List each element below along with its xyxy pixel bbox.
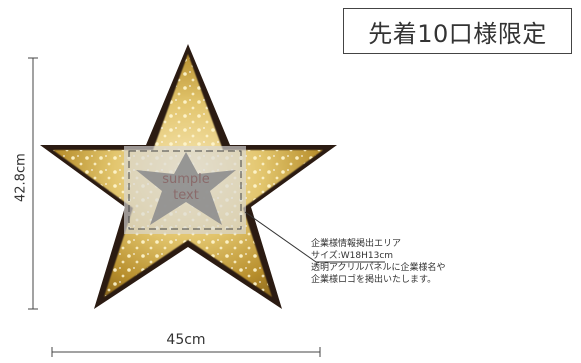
callout-line1: 企業様情報掲出エリア: [311, 239, 402, 249]
sample-text-line2: text: [173, 188, 199, 203]
callout-leader: [244, 211, 385, 263]
width-label: 45cm: [156, 331, 216, 349]
sample-text-line1: sumple: [162, 172, 210, 187]
info-callout: 企業様情報掲出エリア サイズ:W18H13cm 透明アクリルパネルに企業様名や …: [311, 238, 531, 286]
info-panel: [124, 146, 246, 234]
callout-line2: サイズ:W18H13cm: [311, 251, 394, 261]
callout-line3: 透明アクリルパネルに企業様名や: [311, 263, 446, 273]
width-dimension: [51, 347, 321, 357]
width-value: 45cm: [166, 332, 206, 348]
sample-text: sumple text: [146, 172, 226, 204]
callout-line4: 企業様ロゴを掲出いたします。: [311, 275, 437, 285]
height-dimension: [28, 57, 38, 310]
height-value: 42.8cm: [13, 153, 29, 203]
badge-text: 先着10口様限定: [368, 19, 547, 48]
height-label: 42.8cm: [7, 148, 35, 208]
limited-offer-badge: 先着10口様限定: [343, 8, 572, 54]
